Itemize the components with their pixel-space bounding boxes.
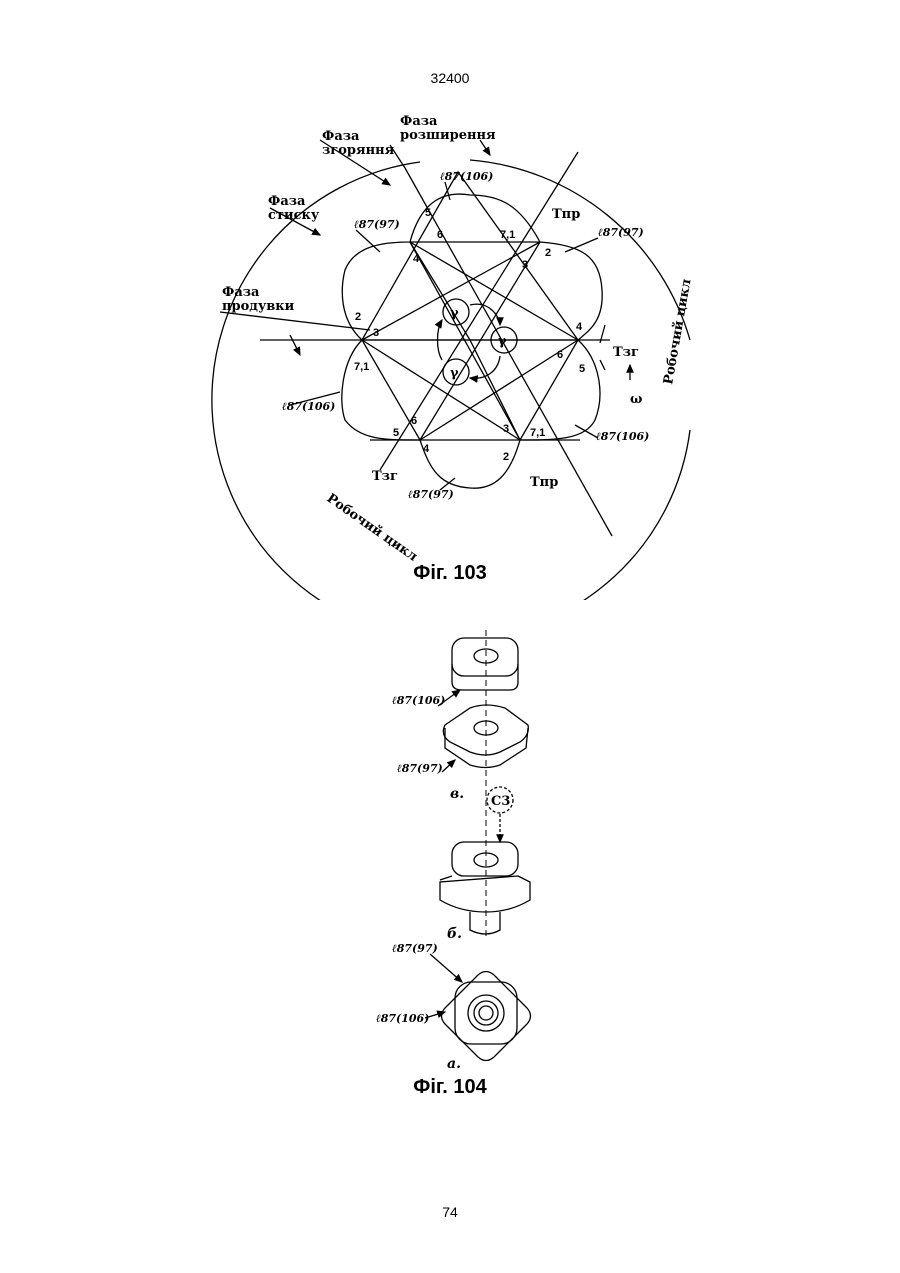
t-zg-right: Tзг [613, 345, 639, 360]
point-3-left: 3 [373, 327, 379, 339]
point-2-top: 2 [545, 247, 551, 259]
fig104-label-l106-top: ℓ87(106) [392, 694, 445, 707]
phase-compression-line1: Фаза [268, 194, 306, 209]
point-4-bottom: 4 [423, 443, 430, 455]
phase-expansion-line2: розширення [400, 128, 496, 143]
fig104-label-l97-mid: ℓ87(97) [397, 762, 443, 775]
phase-purge-line2: продувки [222, 299, 295, 314]
point-5-right: 5 [579, 363, 585, 375]
view-b-label: б. [447, 926, 462, 942]
t-zg-bottom: Tзг [372, 469, 398, 484]
label-l106-left: ℓ87(106) [282, 400, 335, 413]
point-5-bottom: 5 [393, 427, 399, 439]
label-l97-left: ℓ87(97) [354, 218, 400, 231]
view-v-label: в. [450, 786, 464, 802]
label-l106-top: ℓ87(106) [440, 170, 493, 183]
figure-104-caption: Фіг. 104 [0, 1076, 900, 1099]
fig104-label-l106-bottom: ℓ87(106) [376, 1012, 429, 1025]
phase-expansion-line1: Фаза [400, 114, 438, 129]
rotor-outline-106 [342, 194, 602, 488]
work-cycle-right: Робочий цикл [661, 278, 694, 386]
gamma-right: γ [498, 334, 507, 349]
point-4-right: 4 [576, 321, 583, 333]
phase-purge-line1: Фаза [222, 285, 260, 300]
work-cycle-bottom: Робочий цикл [324, 491, 420, 565]
t-pr-bottom: Tпр [530, 475, 558, 490]
point-71-left: 7,1 [354, 361, 369, 373]
c3-label: С3 [491, 794, 510, 809]
gamma-top: γ [450, 306, 459, 321]
point-2-left: 2 [355, 311, 361, 323]
point-4-top: 4 [413, 253, 420, 265]
block-l106 [452, 638, 518, 676]
t-pr-top: Tпр [552, 207, 580, 222]
label-l97-right: ℓ87(97) [598, 226, 644, 239]
point-3-bottom: 3 [503, 423, 509, 435]
figure-104-drawing: ℓ87(106) ℓ87(97) ℓ87(97) ℓ87(106) в. С3 … [0, 620, 900, 1090]
point-3-top: 3 [522, 259, 528, 271]
point-6-right: 6 [557, 349, 563, 361]
label-l106-right: ℓ87(106) [596, 430, 649, 443]
gamma-bottom: γ [450, 366, 459, 381]
page-number: 74 [0, 1204, 900, 1220]
phase-combustion-line1: Фаза [322, 129, 360, 144]
view-a-label: а. [447, 1056, 461, 1072]
point-71-top: 7,1 [500, 229, 515, 241]
outer-cycle-arc-upper [470, 160, 690, 340]
figure-103-drawing: Фаза розширення Фаза згоряння Фаза стиск… [0, 0, 900, 600]
point-6-top: 6 [437, 229, 443, 241]
phase-compression-line2: стиску [268, 208, 320, 223]
fig104-label-l97-bottom: ℓ87(97) [392, 942, 438, 955]
point-71-bottom: 7,1 [530, 427, 545, 439]
omega-symbol: ω [630, 392, 642, 407]
point-5-top: 5 [425, 207, 431, 219]
point-2-bottom: 2 [503, 451, 509, 463]
phase-combustion-line2: згоряння [322, 143, 395, 158]
point-6-bottom: 6 [411, 415, 417, 427]
label-l97-bottom: ℓ87(97) [408, 488, 454, 501]
figure-103-caption: Фіг. 103 [0, 562, 900, 585]
